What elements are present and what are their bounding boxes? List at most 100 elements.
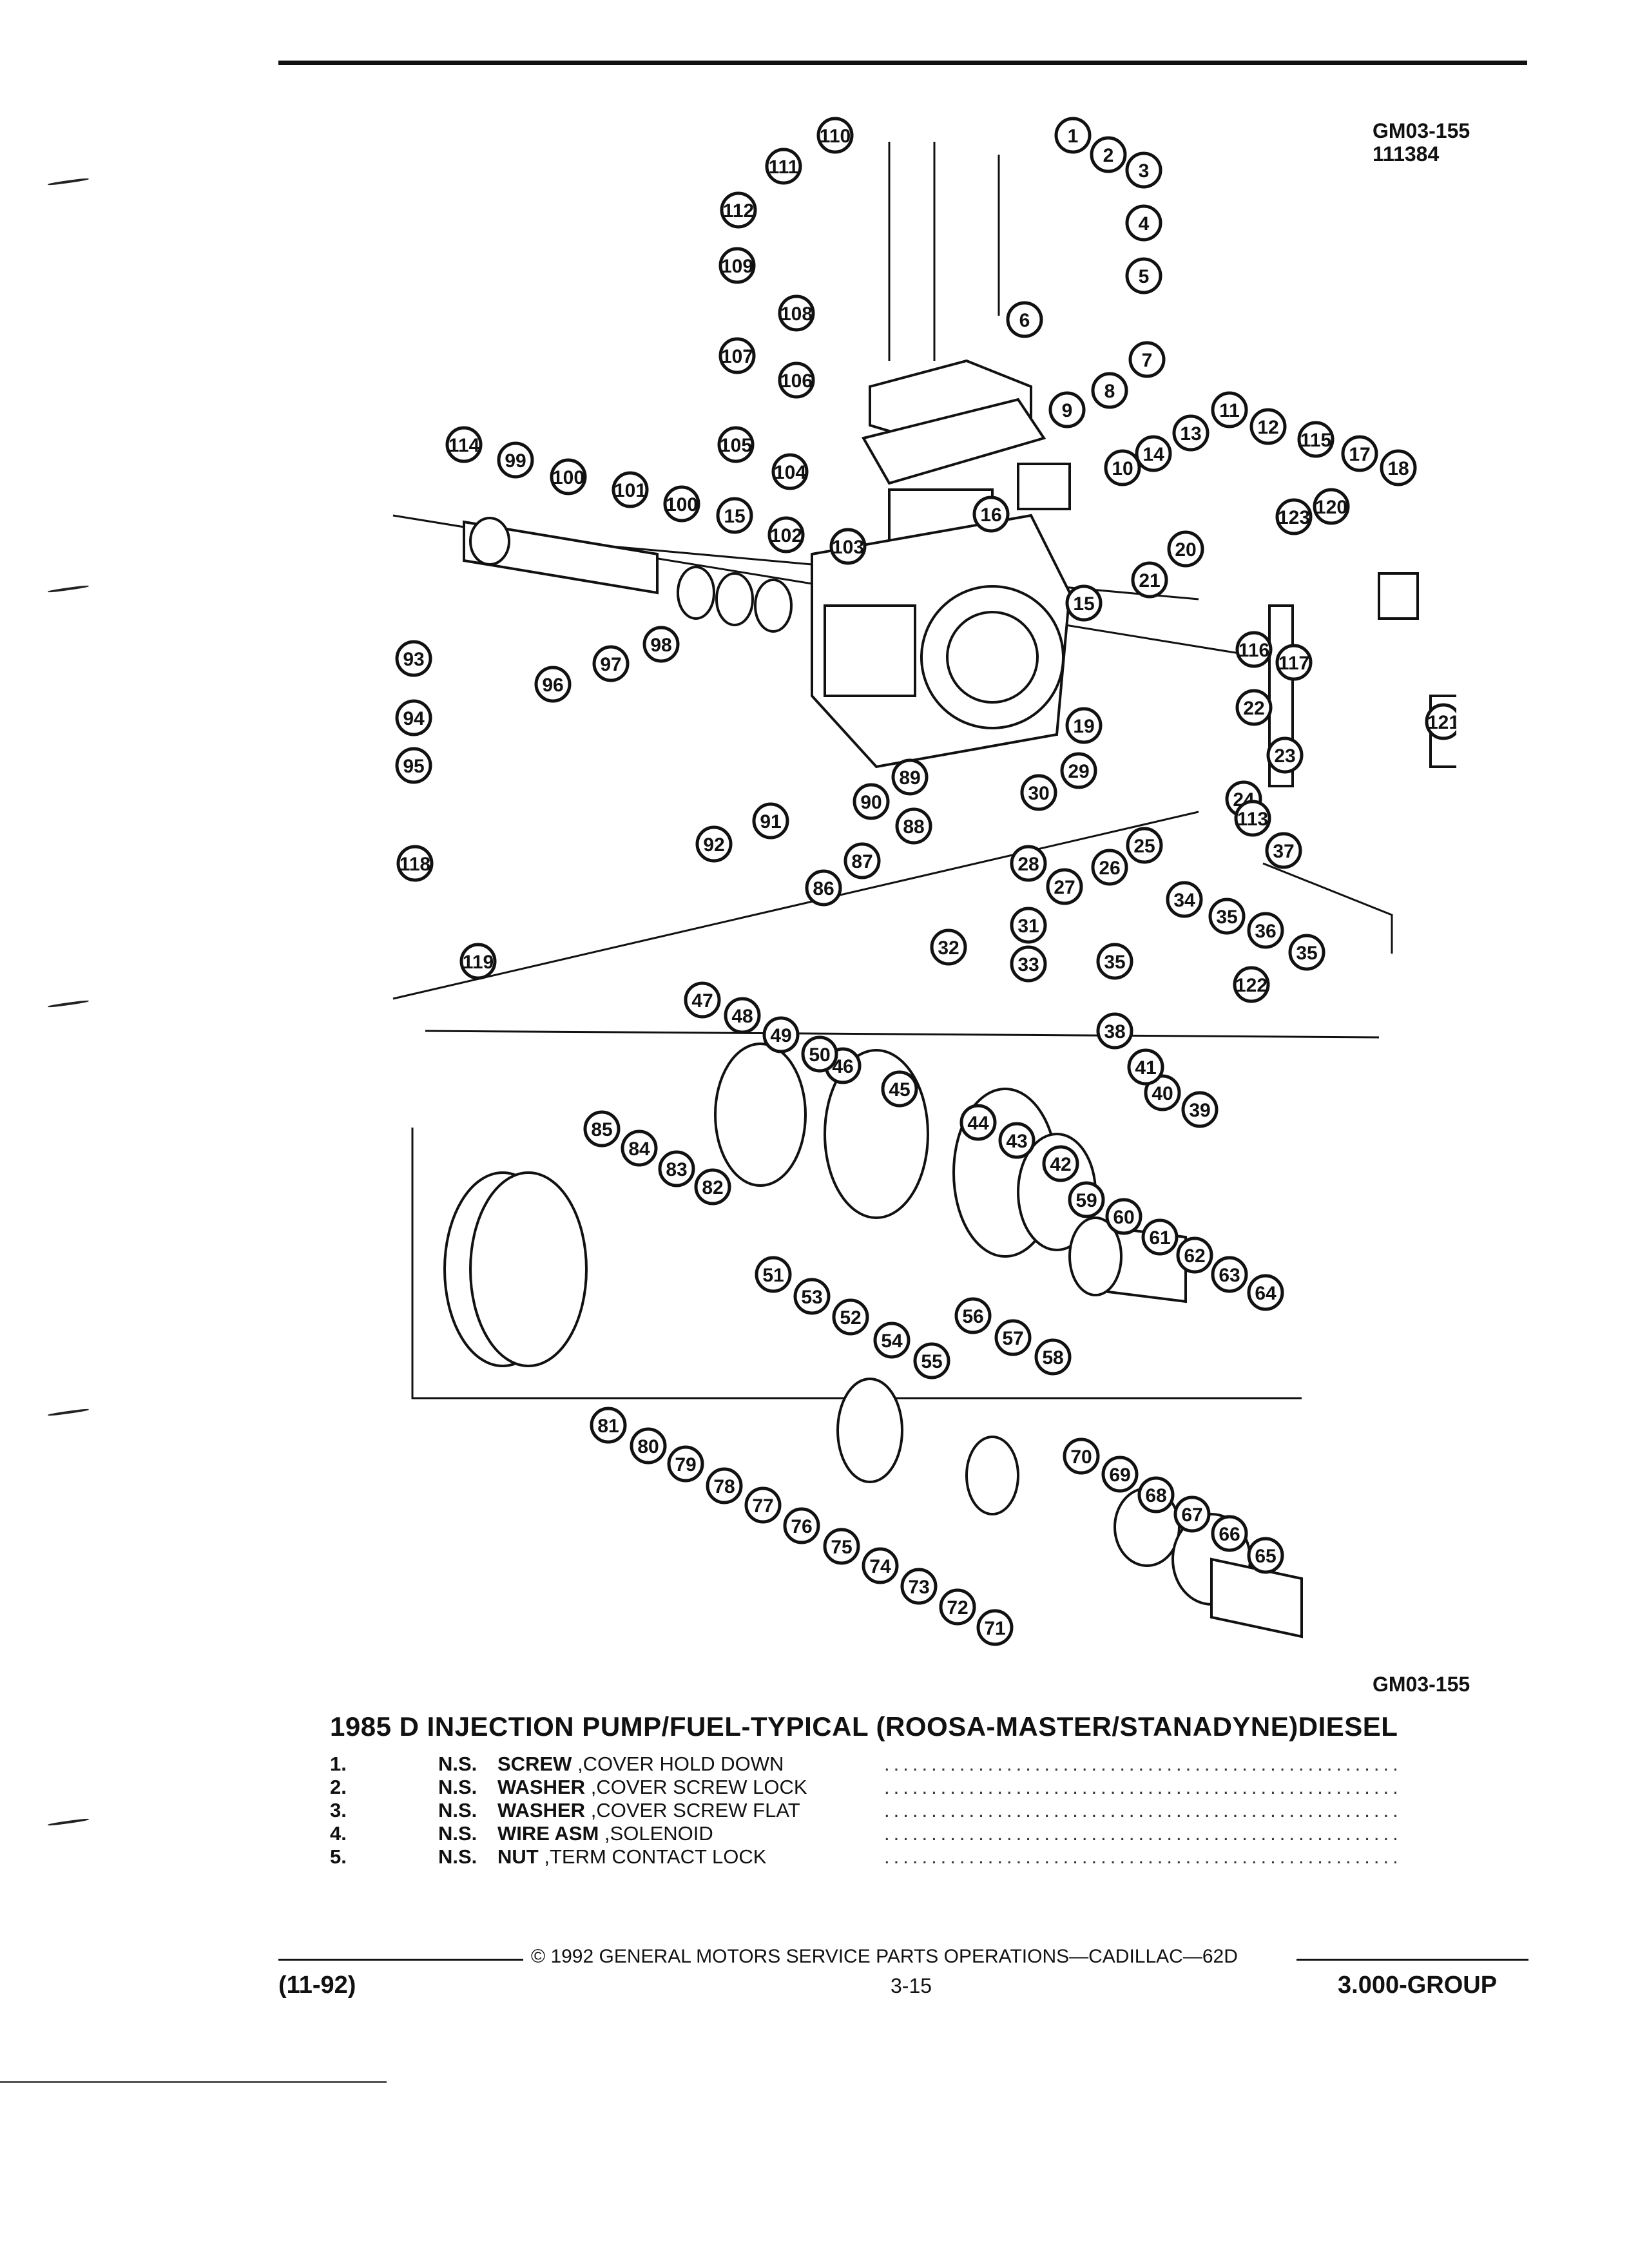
callout-42: 42 bbox=[1042, 1145, 1079, 1182]
section-title: 1985 D INJECTION PUMP/FUEL-TYPICAL (ROOS… bbox=[330, 1711, 1398, 1742]
callout-22: 22 bbox=[1235, 689, 1273, 726]
parts-list-row: 3. N.S. WASHER ,COVER SCREW FLAT .......… bbox=[330, 1799, 1400, 1822]
callout-14: 14 bbox=[1135, 435, 1172, 472]
callout-70: 70 bbox=[1063, 1437, 1100, 1475]
part-description: WIRE ASM ,SOLENOID bbox=[497, 1822, 713, 1845]
svg-text:39: 39 bbox=[1189, 1100, 1210, 1121]
svg-text:17: 17 bbox=[1349, 444, 1370, 465]
callout-31: 31 bbox=[1010, 907, 1047, 944]
part-description: WASHER ,COVER SCREW LOCK bbox=[497, 1776, 807, 1799]
svg-text:44: 44 bbox=[967, 1113, 989, 1134]
svg-text:58: 58 bbox=[1042, 1347, 1063, 1369]
callout-6: 6 bbox=[1006, 301, 1043, 338]
callout-117: 117 bbox=[1275, 644, 1313, 681]
callout-83: 83 bbox=[658, 1150, 695, 1187]
part-name: NUT bbox=[497, 1845, 539, 1868]
callout-96: 96 bbox=[534, 666, 572, 703]
svg-text:105: 105 bbox=[720, 435, 752, 456]
callout-43: 43 bbox=[998, 1122, 1036, 1159]
svg-text:13: 13 bbox=[1180, 423, 1201, 445]
svg-text:90: 90 bbox=[860, 792, 882, 813]
callout-1: 1 bbox=[1054, 117, 1092, 154]
svg-text:113: 113 bbox=[1237, 809, 1268, 830]
part-number: 4. bbox=[330, 1822, 347, 1845]
footer-rule bbox=[278, 1959, 523, 1961]
svg-text:32: 32 bbox=[938, 937, 959, 959]
callout-41: 41 bbox=[1127, 1048, 1164, 1086]
callout-89: 89 bbox=[891, 758, 929, 796]
svg-text:76: 76 bbox=[791, 1516, 812, 1537]
svg-text:119: 119 bbox=[463, 952, 494, 973]
callout-111: 111 bbox=[765, 148, 802, 185]
part-detail: ,TERM CONTACT LOCK bbox=[544, 1845, 767, 1868]
callout-79: 79 bbox=[667, 1445, 704, 1483]
margin-mark bbox=[48, 999, 89, 1008]
svg-text:42: 42 bbox=[1050, 1154, 1071, 1175]
part-detail: ,SOLENOID bbox=[604, 1822, 713, 1845]
svg-text:67: 67 bbox=[1181, 1504, 1202, 1526]
svg-text:34: 34 bbox=[1173, 890, 1195, 911]
svg-text:88: 88 bbox=[903, 816, 924, 838]
callout-34: 34 bbox=[1166, 881, 1203, 918]
svg-text:61: 61 bbox=[1149, 1227, 1170, 1249]
svg-text:103: 103 bbox=[832, 537, 864, 558]
callout-120: 120 bbox=[1313, 488, 1350, 525]
svg-text:120: 120 bbox=[1315, 497, 1347, 518]
svg-text:4: 4 bbox=[1139, 213, 1150, 235]
svg-text:10: 10 bbox=[1112, 458, 1133, 479]
callout-10: 10 bbox=[1104, 449, 1141, 486]
callout-45: 45 bbox=[881, 1070, 918, 1108]
svg-text:56: 56 bbox=[962, 1306, 983, 1327]
callout-27: 27 bbox=[1046, 868, 1083, 905]
cover-assembly bbox=[861, 142, 1071, 543]
callout-104: 104 bbox=[771, 453, 809, 490]
leader-dots: ........................................… bbox=[884, 1776, 1400, 1798]
svg-text:65: 65 bbox=[1255, 1546, 1276, 1567]
svg-text:16: 16 bbox=[980, 505, 1001, 526]
svg-text:117: 117 bbox=[1278, 653, 1309, 674]
callout-113: 113 bbox=[1234, 800, 1271, 837]
callout-35b: 35 bbox=[1096, 943, 1133, 980]
callout-71: 71 bbox=[976, 1609, 1014, 1646]
svg-text:31: 31 bbox=[1017, 916, 1039, 937]
svg-text:107: 107 bbox=[721, 346, 753, 367]
copyright-line: © 1992 GENERAL MOTORS SERVICE PARTS OPER… bbox=[531, 1946, 1238, 1967]
callout-38: 38 bbox=[1096, 1012, 1133, 1050]
svg-text:92: 92 bbox=[703, 834, 724, 856]
callout-51: 51 bbox=[755, 1256, 792, 1293]
callout-35: 35 bbox=[1208, 898, 1246, 935]
callout-118: 118 bbox=[396, 845, 434, 882]
svg-text:50: 50 bbox=[809, 1044, 830, 1066]
svg-text:111: 111 bbox=[769, 157, 799, 178]
rotor-assembly bbox=[443, 1043, 1187, 1367]
svg-text:11: 11 bbox=[1219, 400, 1240, 421]
callout-102: 102 bbox=[767, 516, 805, 553]
svg-text:54: 54 bbox=[881, 1331, 903, 1352]
svg-text:55: 55 bbox=[921, 1351, 942, 1372]
svg-text:27: 27 bbox=[1054, 877, 1075, 898]
svg-text:116: 116 bbox=[1239, 640, 1269, 661]
svg-text:93: 93 bbox=[403, 649, 424, 670]
svg-text:74: 74 bbox=[869, 1556, 891, 1577]
svg-text:106: 106 bbox=[780, 370, 813, 392]
parts-list-row: 5. N.S. NUT ,TERM CONTACT LOCK .........… bbox=[330, 1845, 1400, 1869]
callout-30: 30 bbox=[1020, 774, 1057, 811]
svg-text:112: 112 bbox=[723, 200, 754, 222]
svg-text:60: 60 bbox=[1113, 1207, 1134, 1228]
svg-text:40: 40 bbox=[1152, 1083, 1173, 1104]
callout-16: 16 bbox=[972, 495, 1010, 533]
svg-text:66: 66 bbox=[1219, 1524, 1240, 1545]
svg-text:110: 110 bbox=[820, 126, 851, 147]
svg-text:79: 79 bbox=[675, 1454, 696, 1475]
svg-text:100: 100 bbox=[666, 494, 698, 515]
callout-115: 115 bbox=[1297, 421, 1335, 458]
svg-text:47: 47 bbox=[691, 990, 713, 1012]
callout-93: 93 bbox=[395, 640, 432, 677]
callout-25: 25 bbox=[1126, 827, 1163, 864]
svg-text:89: 89 bbox=[899, 767, 920, 789]
callout-72: 72 bbox=[939, 1588, 976, 1626]
svg-text:53: 53 bbox=[801, 1287, 822, 1308]
svg-text:30: 30 bbox=[1028, 783, 1049, 804]
svg-text:84: 84 bbox=[628, 1139, 650, 1160]
